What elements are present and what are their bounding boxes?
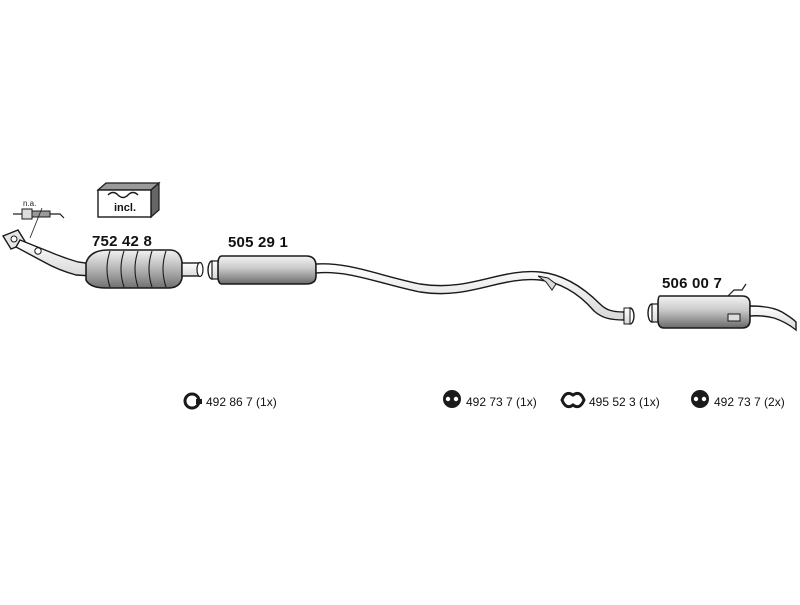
- rubber-mount-icon: [691, 390, 709, 408]
- accessory-label: 492 73 7 (1x): [466, 395, 537, 409]
- front-silencer-part-number: 505 29 1: [228, 234, 288, 251]
- catalytic-converter-part-number: 752 42 8: [92, 233, 152, 250]
- rear-silencer-part-number: 506 00 7: [662, 275, 722, 292]
- rubber-mount-icon: [443, 390, 461, 408]
- front-silencer: [207, 255, 317, 285]
- accessory-label: 492 86 7 (1x): [206, 395, 277, 409]
- rear-silencer: [647, 283, 797, 332]
- accessory-label: 495 52 3 (1x): [589, 395, 660, 409]
- front-pipe: [1, 229, 93, 277]
- sensor-note-label: n.a.: [23, 199, 37, 208]
- mounting-kit-box-icon: [96, 181, 161, 219]
- kit-included-label: incl.: [114, 202, 137, 214]
- lambda-sensor-icon: [13, 207, 65, 239]
- clamp-ring-icon: [183, 392, 202, 410]
- gasket-ring-icon: [560, 391, 586, 409]
- catalytic-converter: [85, 249, 204, 289]
- accessory-label: 492 73 7 (2x): [714, 395, 785, 409]
- intermediate-pipe: [315, 263, 635, 325]
